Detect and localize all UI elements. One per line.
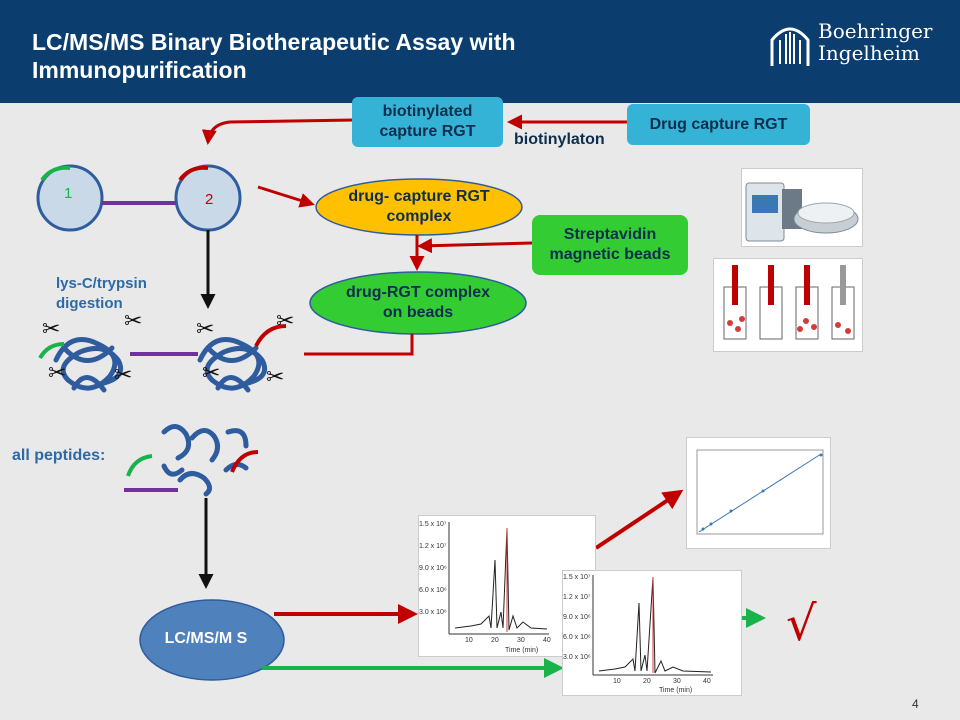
- chrom1-xtick: 10: [613, 678, 621, 685]
- all-peptides-label: all peptides:: [12, 447, 106, 464]
- header-bar: LC/MS/MS Binary Biotherapeutic Assay wit…: [0, 0, 960, 103]
- logo-emblem-icon: [770, 27, 810, 66]
- scissors-icon: ✂: [42, 317, 60, 342]
- chrom2-ytick: 3.0 x 10⁶: [419, 609, 447, 616]
- beads-to-digestion-line: [304, 334, 414, 356]
- biotinylated-capture-box: biotinylated capture RGT: [352, 97, 503, 147]
- chrom1-xlabel: Time (min): [659, 687, 692, 694]
- page-number: 4: [912, 697, 919, 711]
- scissors-icon: ✂: [202, 361, 220, 386]
- chrom2-xtick: 40: [543, 637, 551, 644]
- scissors-icon: ✂: [124, 309, 142, 334]
- drug-rgt-complex-ellipse: [309, 271, 527, 335]
- chrom2-xtick: 30: [517, 637, 525, 644]
- chrom1-ytick: 3.0 x 10⁶: [563, 654, 591, 661]
- chrom1-xtick: 40: [703, 678, 711, 685]
- antibody-2-label: 2: [205, 191, 213, 208]
- scissors-icon: ✂: [114, 363, 132, 388]
- drug-capture-complex-label: drug- capture RGT complex: [348, 188, 490, 225]
- scissors-icon: ✂: [48, 361, 66, 386]
- biotinylation-label: biotinylaton: [514, 131, 605, 148]
- peptide-red-arc: [230, 450, 259, 473]
- chromatogram-1: 1.5 x 10⁷ 1.2 x 10⁷ 9.0 x 10⁶ 6.0 x 10⁶ …: [562, 570, 742, 696]
- chrom2-ytick: 1.2 x 10⁷: [419, 543, 447, 550]
- slide-title: LC/MS/MS Binary Biotherapeutic Assay wit…: [32, 29, 516, 83]
- antibody-1-green-arc: [40, 165, 71, 182]
- digested-right-red-arc: [254, 324, 287, 347]
- streptavidin-arrow: [417, 238, 533, 254]
- checkmark-icon: √: [786, 596, 817, 652]
- antibody-2-red-arc: [178, 165, 209, 182]
- bead-process-steps-image: [713, 258, 863, 352]
- chrom2-ytick: 1.5 x 10⁷: [419, 521, 447, 528]
- logo-line-1: Boehringer: [818, 19, 933, 43]
- calibration-curve-image: [686, 437, 831, 549]
- scissors-icon: ✂: [196, 317, 214, 342]
- chrom1-ytick: 6.0 x 10⁶: [563, 634, 591, 641]
- digested-antibody-left: [53, 337, 124, 393]
- chrom1-ytick: 9.0 x 10⁶: [563, 614, 591, 621]
- logo-line-2: Ingelheim: [818, 41, 920, 65]
- chrom1-ytick: 1.5 x 10⁷: [563, 574, 591, 581]
- chrom-to-calibration-arrow: [594, 489, 684, 550]
- chrom2-xlabel: Time (min): [505, 647, 538, 654]
- chrom2-xtick: 20: [491, 637, 499, 644]
- scissors-icon: ✂: [276, 309, 294, 334]
- scissors-icon: ✂: [266, 365, 284, 390]
- antibody-1-label: 1: [64, 185, 72, 202]
- peptide-green-arc: [126, 454, 153, 477]
- digested-left-green-arc: [38, 342, 65, 360]
- lcmsms-label: LC/MS/M S: [164, 630, 248, 647]
- lcmsms-ellipse: [139, 599, 285, 681]
- capture-to-antibody-arrow: [201, 118, 355, 145]
- digested-antibody-right: [197, 337, 268, 393]
- drug-capture-box: Drug capture RGT: [627, 104, 810, 145]
- to-complex-arrow: [257, 185, 315, 208]
- scissors-icons: ✂ ✂ ✂ ✂ ✂ ✂ ✂ ✂: [42, 309, 294, 390]
- chrom2-ytick: 9.0 x 10⁶: [419, 565, 447, 572]
- chrom2-ytick: 6.0 x 10⁶: [419, 587, 447, 594]
- drug-rgt-complex-label: drug-RGT complex on beads: [345, 284, 490, 321]
- chrom1-xtick: 30: [673, 678, 681, 685]
- magnetic-bead-instrument-image: [741, 168, 863, 247]
- streptavidin-box: Streptavidin magnetic beads: [532, 215, 688, 275]
- company-logo: Boehringer Ingelheim: [768, 18, 948, 72]
- digestion-label: lys-C/trypsin digestion: [56, 275, 147, 312]
- drug-capture-complex-ellipse: [315, 178, 523, 236]
- chrom1-ytick: 1.2 x 10⁷: [563, 594, 591, 601]
- peptide-fragments: [161, 424, 249, 497]
- chrom2-xtick: 10: [465, 637, 473, 644]
- chrom1-xtick: 20: [643, 678, 651, 685]
